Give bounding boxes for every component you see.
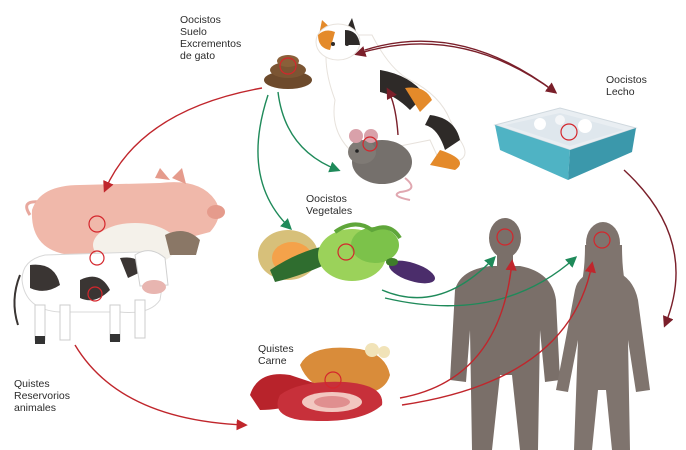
- label-line: Reservorios: [14, 390, 70, 402]
- label-line: Carne: [258, 355, 294, 367]
- label-line: Oocistos: [606, 74, 647, 86]
- label-line: de gato: [180, 50, 241, 62]
- arrow-animals-to-meat: [75, 345, 245, 425]
- cow-illustration: [14, 251, 168, 344]
- feces-icon: [264, 55, 312, 89]
- human-female-silhouette: [556, 222, 650, 450]
- label-meat: Quistes Carne: [258, 343, 294, 367]
- label-line: Oocistos: [306, 193, 352, 205]
- label-litter-box: Oocistos Lecho: [606, 74, 647, 98]
- label-line: Vegetales: [306, 205, 352, 217]
- label-line: Quistes: [258, 343, 294, 355]
- label-line: Suelo: [180, 26, 241, 38]
- label-vegetables: Oocistos Vegetales: [306, 193, 352, 217]
- label-line: Oocistos: [180, 14, 241, 26]
- arrow-feces-to-rodent: [278, 92, 338, 170]
- label-line: animales: [14, 402, 70, 414]
- label-line: Quistes: [14, 378, 70, 390]
- arrow-feces-to-vegetables: [258, 95, 290, 228]
- label-line: Excrementos: [180, 38, 241, 50]
- human-male-silhouette: [450, 218, 560, 450]
- litter-box-illustration: [495, 108, 636, 180]
- label-animals: Quistes Reservorios animales: [14, 378, 70, 414]
- vegetables-illustration: [258, 224, 438, 288]
- label-line: Lecho: [606, 86, 647, 98]
- label-cat-feces: Oocistos Suelo Excrementos de gato: [180, 14, 241, 62]
